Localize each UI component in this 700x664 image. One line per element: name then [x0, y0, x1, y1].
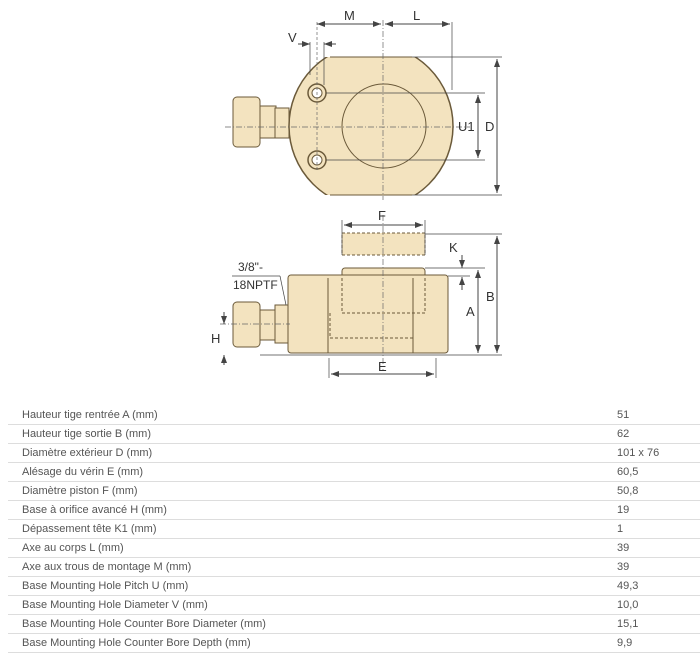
spec-value: 19	[617, 500, 700, 520]
table-row: Base Mounting Hole Counter Bore Depth (m…	[8, 633, 700, 653]
spec-label: Alésage du vérin E (mm)	[8, 462, 617, 482]
spec-label: Base Mounting Hole Diameter V (mm)	[8, 595, 617, 615]
table-row: Hauteur tige rentrée A (mm)51	[8, 406, 700, 425]
table-row: Base Mounting Hole Diameter V (mm)10,0	[8, 595, 700, 615]
spec-value: 50,8	[617, 481, 700, 501]
table-row: Alésage du vérin E (mm)60,5	[8, 462, 700, 482]
spec-value: 9,9	[617, 633, 700, 653]
spec-label: Base Mounting Hole Counter Bore Depth (m…	[8, 633, 617, 653]
label-d: D	[485, 119, 494, 134]
spec-value: 101 x 76	[617, 443, 700, 463]
label-port-type: 18NPTF	[233, 278, 278, 292]
spec-value: 39	[617, 557, 700, 577]
label-port-thread: 3/8"-	[238, 260, 263, 274]
spec-label: Base Mounting Hole Pitch U (mm)	[8, 576, 617, 596]
spec-value: 62	[617, 424, 700, 444]
side-view: F K B A H E 3/8"- 18NPTF	[211, 208, 502, 378]
table-row: Base Mounting Hole Counter Bore Diameter…	[8, 614, 700, 634]
spec-label: Base Mounting Hole Counter Bore Diameter…	[8, 614, 617, 634]
label-f: F	[378, 208, 386, 223]
table-row: Hauteur tige sortie B (mm)62	[8, 424, 700, 444]
spec-label: Dépassement tête K1 (mm)	[8, 519, 617, 539]
spec-value: 10,0	[617, 595, 700, 615]
coupler	[232, 96, 261, 148]
table-row: Axe aux trous de montage M (mm)39	[8, 557, 700, 577]
extended-piston	[341, 232, 426, 256]
side-coupler	[232, 301, 261, 348]
top-view: M L V U1 D	[225, 8, 502, 200]
spec-label: Diamètre extérieur D (mm)	[8, 443, 617, 463]
piston-circle	[341, 83, 427, 169]
spec-label: Hauteur tige rentrée A (mm)	[8, 406, 617, 425]
spec-value: 15,1	[617, 614, 700, 634]
table-row: Base Mounting Hole Pitch U (mm)49,3	[8, 576, 700, 596]
spec-label: Hauteur tige sortie B (mm)	[8, 424, 617, 444]
cylinder-technical-drawing: M L V U1 D F K B	[211, 8, 502, 378]
spec-label: Base à orifice avancé H (mm)	[8, 500, 617, 520]
hex-nut	[274, 107, 290, 139]
label-u1: U1	[458, 119, 475, 134]
cylinder-side-body	[287, 274, 449, 354]
label-l: L	[413, 8, 420, 23]
label-a: A	[466, 304, 475, 319]
spec-label: Diamètre piston F (mm)	[8, 481, 617, 501]
spec-value: 51	[617, 406, 700, 425]
table-row: Base à orifice avancé H (mm)19	[8, 500, 700, 520]
table-row: Diamètre extérieur D (mm)101 x 76	[8, 443, 700, 463]
table-row: Diamètre piston F (mm)50,8	[8, 481, 700, 501]
spec-label: Axe aux trous de montage M (mm)	[8, 557, 617, 577]
table-row: Dépassement tête K1 (mm)1	[8, 519, 700, 539]
label-b: B	[486, 289, 495, 304]
spec-value: 49,3	[617, 576, 700, 596]
label-v: V	[288, 30, 297, 45]
label-k: K	[449, 240, 458, 255]
label-e: E	[378, 359, 387, 374]
spec-label: Axe au corps L (mm)	[8, 538, 617, 558]
table-row: Axe au corps L (mm)39	[8, 538, 700, 558]
label-h: H	[211, 331, 220, 346]
spec-value: 60,5	[617, 462, 700, 482]
label-m: M	[344, 8, 355, 23]
spec-value: 39	[617, 538, 700, 558]
spec-value: 1	[617, 519, 700, 539]
